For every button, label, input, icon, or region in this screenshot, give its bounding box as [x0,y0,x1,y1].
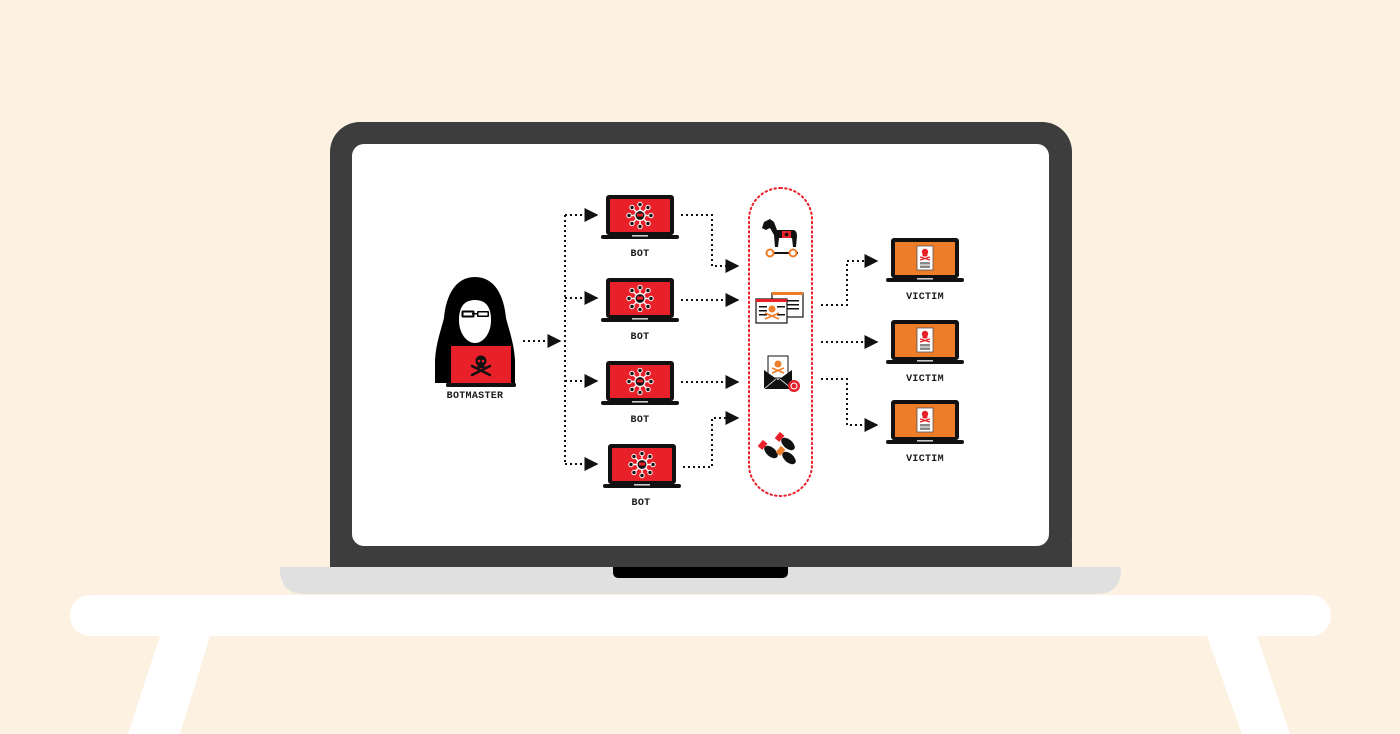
botmaster-connectors [523,208,599,471]
table-top [70,595,1331,636]
bot-label: BOT [631,415,650,426]
botmaster-label: BOTMASTER [447,391,504,402]
botmaster: BOTMASTER [435,277,516,402]
trojan-horse-icon [762,219,798,258]
victim-connectors [821,254,879,432]
victim-3: VICTIM [886,399,964,465]
laptop-notch [613,567,788,578]
bot-label: BOT [632,498,651,509]
victim-laptop-icon [886,319,964,365]
bot-connectors [681,214,740,468]
bot-laptop-icon [601,360,679,406]
missiles-icon [757,431,796,465]
attack-vectors [748,187,813,497]
bot-1: BOT [601,194,679,260]
phishing-envelope-icon [763,355,800,392]
laptop [280,122,1121,594]
attack-vectors-pill [748,187,813,497]
bot-label: BOT [631,332,650,343]
table [70,595,1331,734]
victim-label: VICTIM [906,292,944,303]
botnet-diagram: BOTMASTER BOT BOT BOT BOT [435,187,964,509]
victim-laptop-icon [886,237,964,283]
laptop-screen [352,144,1049,546]
bot-laptop-icon [601,277,679,323]
table-leg-left [128,636,210,734]
bot-laptop-icon [601,194,679,240]
bot-3: BOT [601,360,679,426]
table-leg-right [1207,636,1290,734]
laptop-base [280,567,1121,594]
skull-laptop-icon [446,346,516,387]
bot-label: BOT [631,249,650,260]
victim-label: VICTIM [906,454,944,465]
bot-2: BOT [601,277,679,343]
bot-laptop-icon [603,443,681,489]
victim-2: VICTIM [886,319,964,385]
bot-4: BOT [603,443,681,509]
victim-laptop-icon [886,399,964,445]
victim-1: VICTIM [886,237,964,303]
victim-label: VICTIM [906,374,944,385]
malware-windows-icon [755,292,804,324]
